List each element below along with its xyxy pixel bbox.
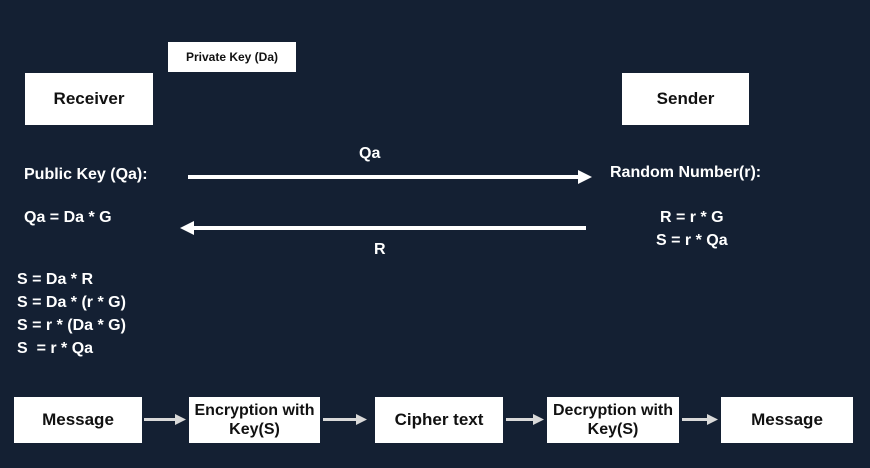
derivation-line: S = Da * R: [17, 271, 94, 288]
public-key-formula: Qa = Da * G: [24, 209, 112, 226]
public-key-label: Public Key (Qa):: [24, 166, 148, 183]
flow-message-input: Message: [14, 397, 142, 443]
flow-label: Message: [42, 410, 114, 429]
flow-encryption: Encryption with Key(S): [189, 397, 320, 443]
arrow-to-receiver: [180, 221, 586, 235]
flow-cipher-text: Cipher text: [375, 397, 503, 443]
r-arrow-label: R: [374, 241, 386, 258]
receiver-box: Receiver: [25, 73, 153, 125]
derivation-line: S = Da * (r * G): [17, 294, 126, 311]
flow-arrow: [506, 414, 544, 425]
flow-message-output: Message: [721, 397, 853, 443]
private-key-label: Private Key (Da): [185, 50, 279, 64]
qa-arrow-label: Qa: [359, 145, 381, 162]
derivation-line: S = r * Qa: [17, 340, 94, 357]
random-number-label: Random Number(r):: [610, 164, 762, 181]
shared-secret-derivation: S = Da * R S = Da * (r * G) S = r * (Da …: [17, 268, 126, 360]
derivation-line: S = r * (Da * G): [17, 317, 126, 334]
flow-label: Message: [751, 410, 823, 429]
sender-label: Sender: [656, 89, 715, 108]
sender-formulas: R = r * G S = r * Qa: [656, 206, 728, 252]
sender-formula-r: R = r * G: [660, 209, 724, 226]
flow-arrow: [682, 414, 718, 425]
sender-box: Sender: [622, 73, 749, 125]
flow-label: Cipher text: [394, 410, 484, 429]
arrow-to-sender: [188, 170, 592, 184]
flow-label: Decryption with Key(S): [553, 402, 674, 438]
private-key-box: Private Key (Da): [168, 42, 296, 72]
flow-arrow: [144, 414, 186, 425]
receiver-label: Receiver: [53, 89, 125, 108]
flow-arrow: [323, 414, 367, 425]
sender-formula-s: S = r * Qa: [656, 232, 728, 249]
flow-decryption: Decryption with Key(S): [547, 397, 679, 443]
flow-label: Encryption with Key(S): [194, 402, 315, 438]
